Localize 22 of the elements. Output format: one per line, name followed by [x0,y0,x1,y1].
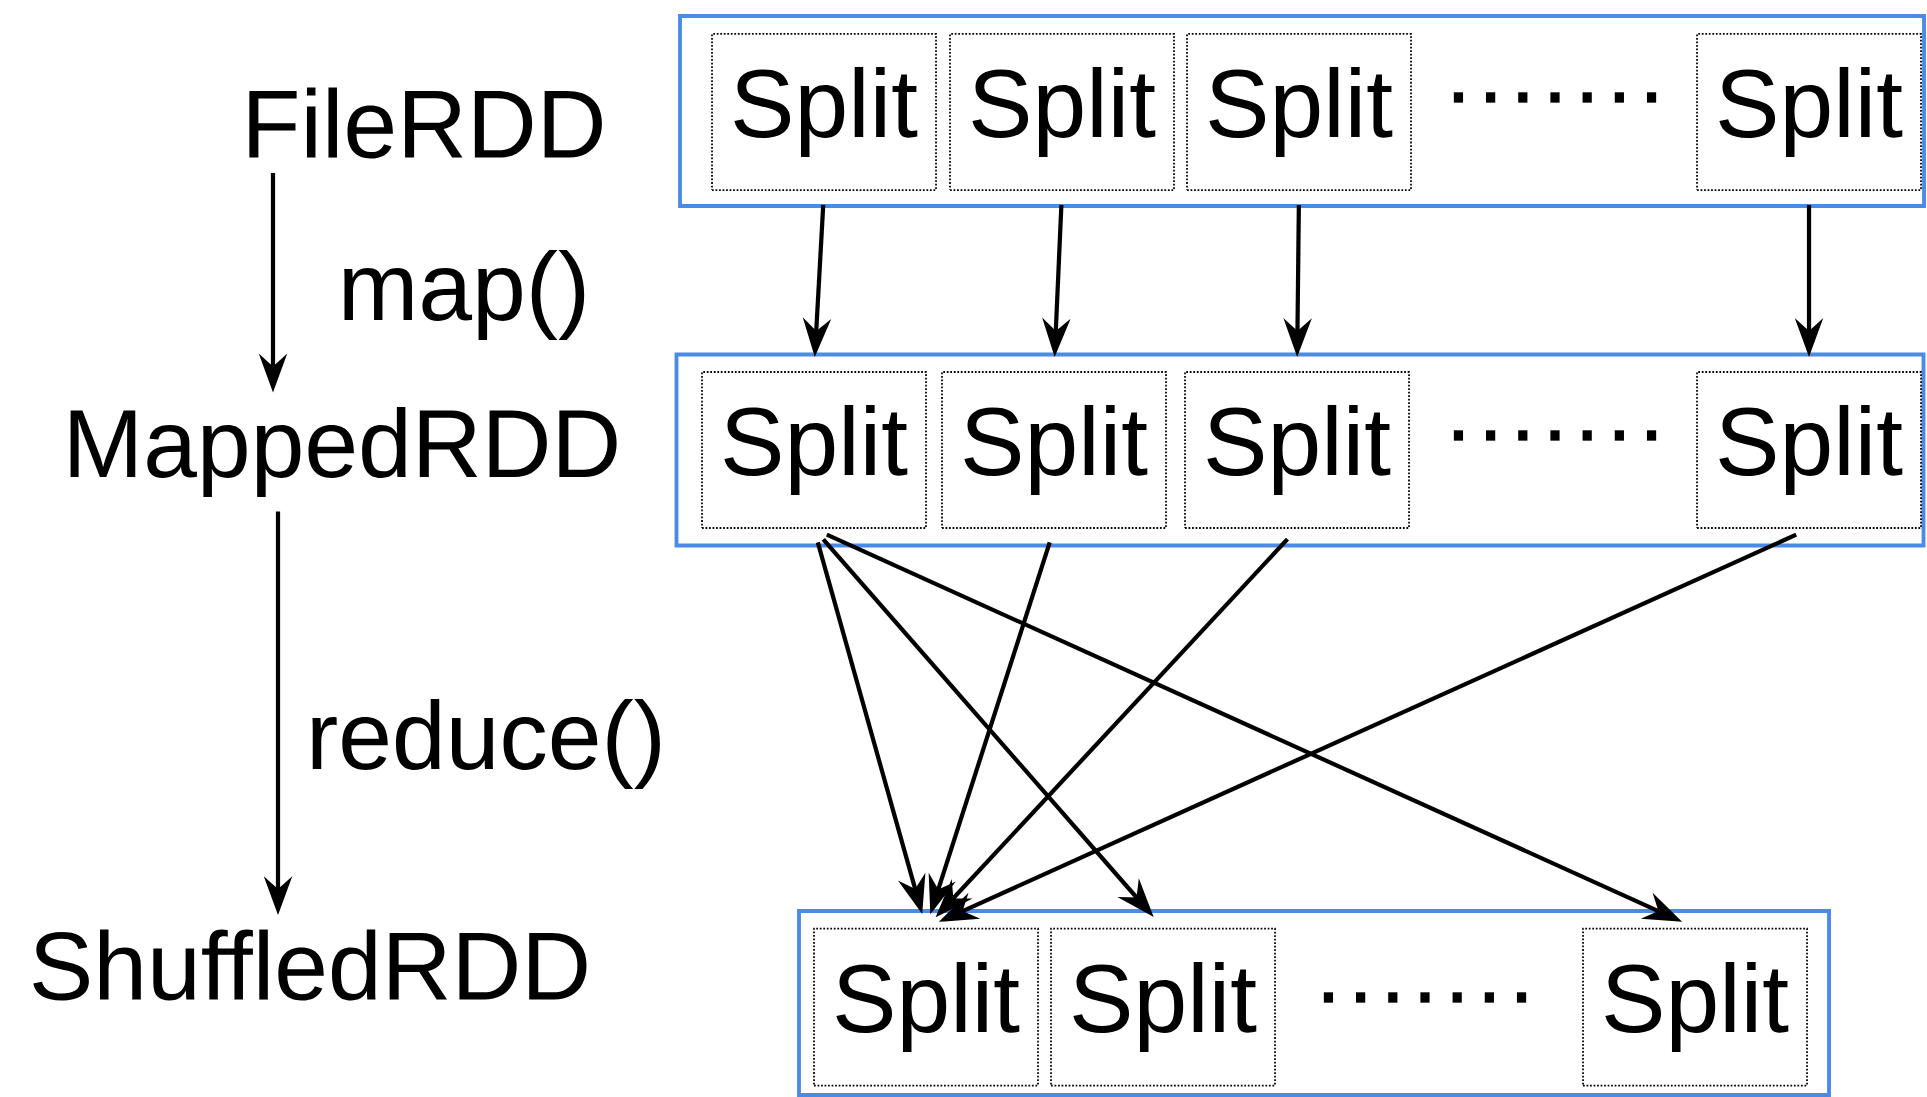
rdd-label: ShuffledRDD [33,929,587,1001]
rdd-label: MappedRDD [70,406,617,498]
split-box: Split [813,927,1039,1087]
split-box: Split [941,371,1167,529]
split-box: Split [1582,927,1808,1087]
split-box: Split [711,33,937,191]
edge-label: reduce() [302,695,670,793]
rdd-label: FileRDD [249,87,602,159]
split-box: Split [1696,33,1922,191]
split-box: Split [1696,371,1922,529]
rdd-box [678,14,1926,208]
split-box: Split [1050,927,1276,1087]
rdd-box [674,352,1926,548]
edge-label: map() [334,246,594,344]
split-box: Split [1184,371,1410,529]
split-box: Split [1186,33,1412,191]
ellipsis-dots: ······· [1453,430,1657,441]
split-box: Split [949,33,1175,191]
rdd-box [797,909,1831,1097]
ellipsis-dots: ······· [1323,992,1527,1003]
split-box: Split [701,371,927,529]
ellipsis-dots: ······· [1453,92,1657,103]
